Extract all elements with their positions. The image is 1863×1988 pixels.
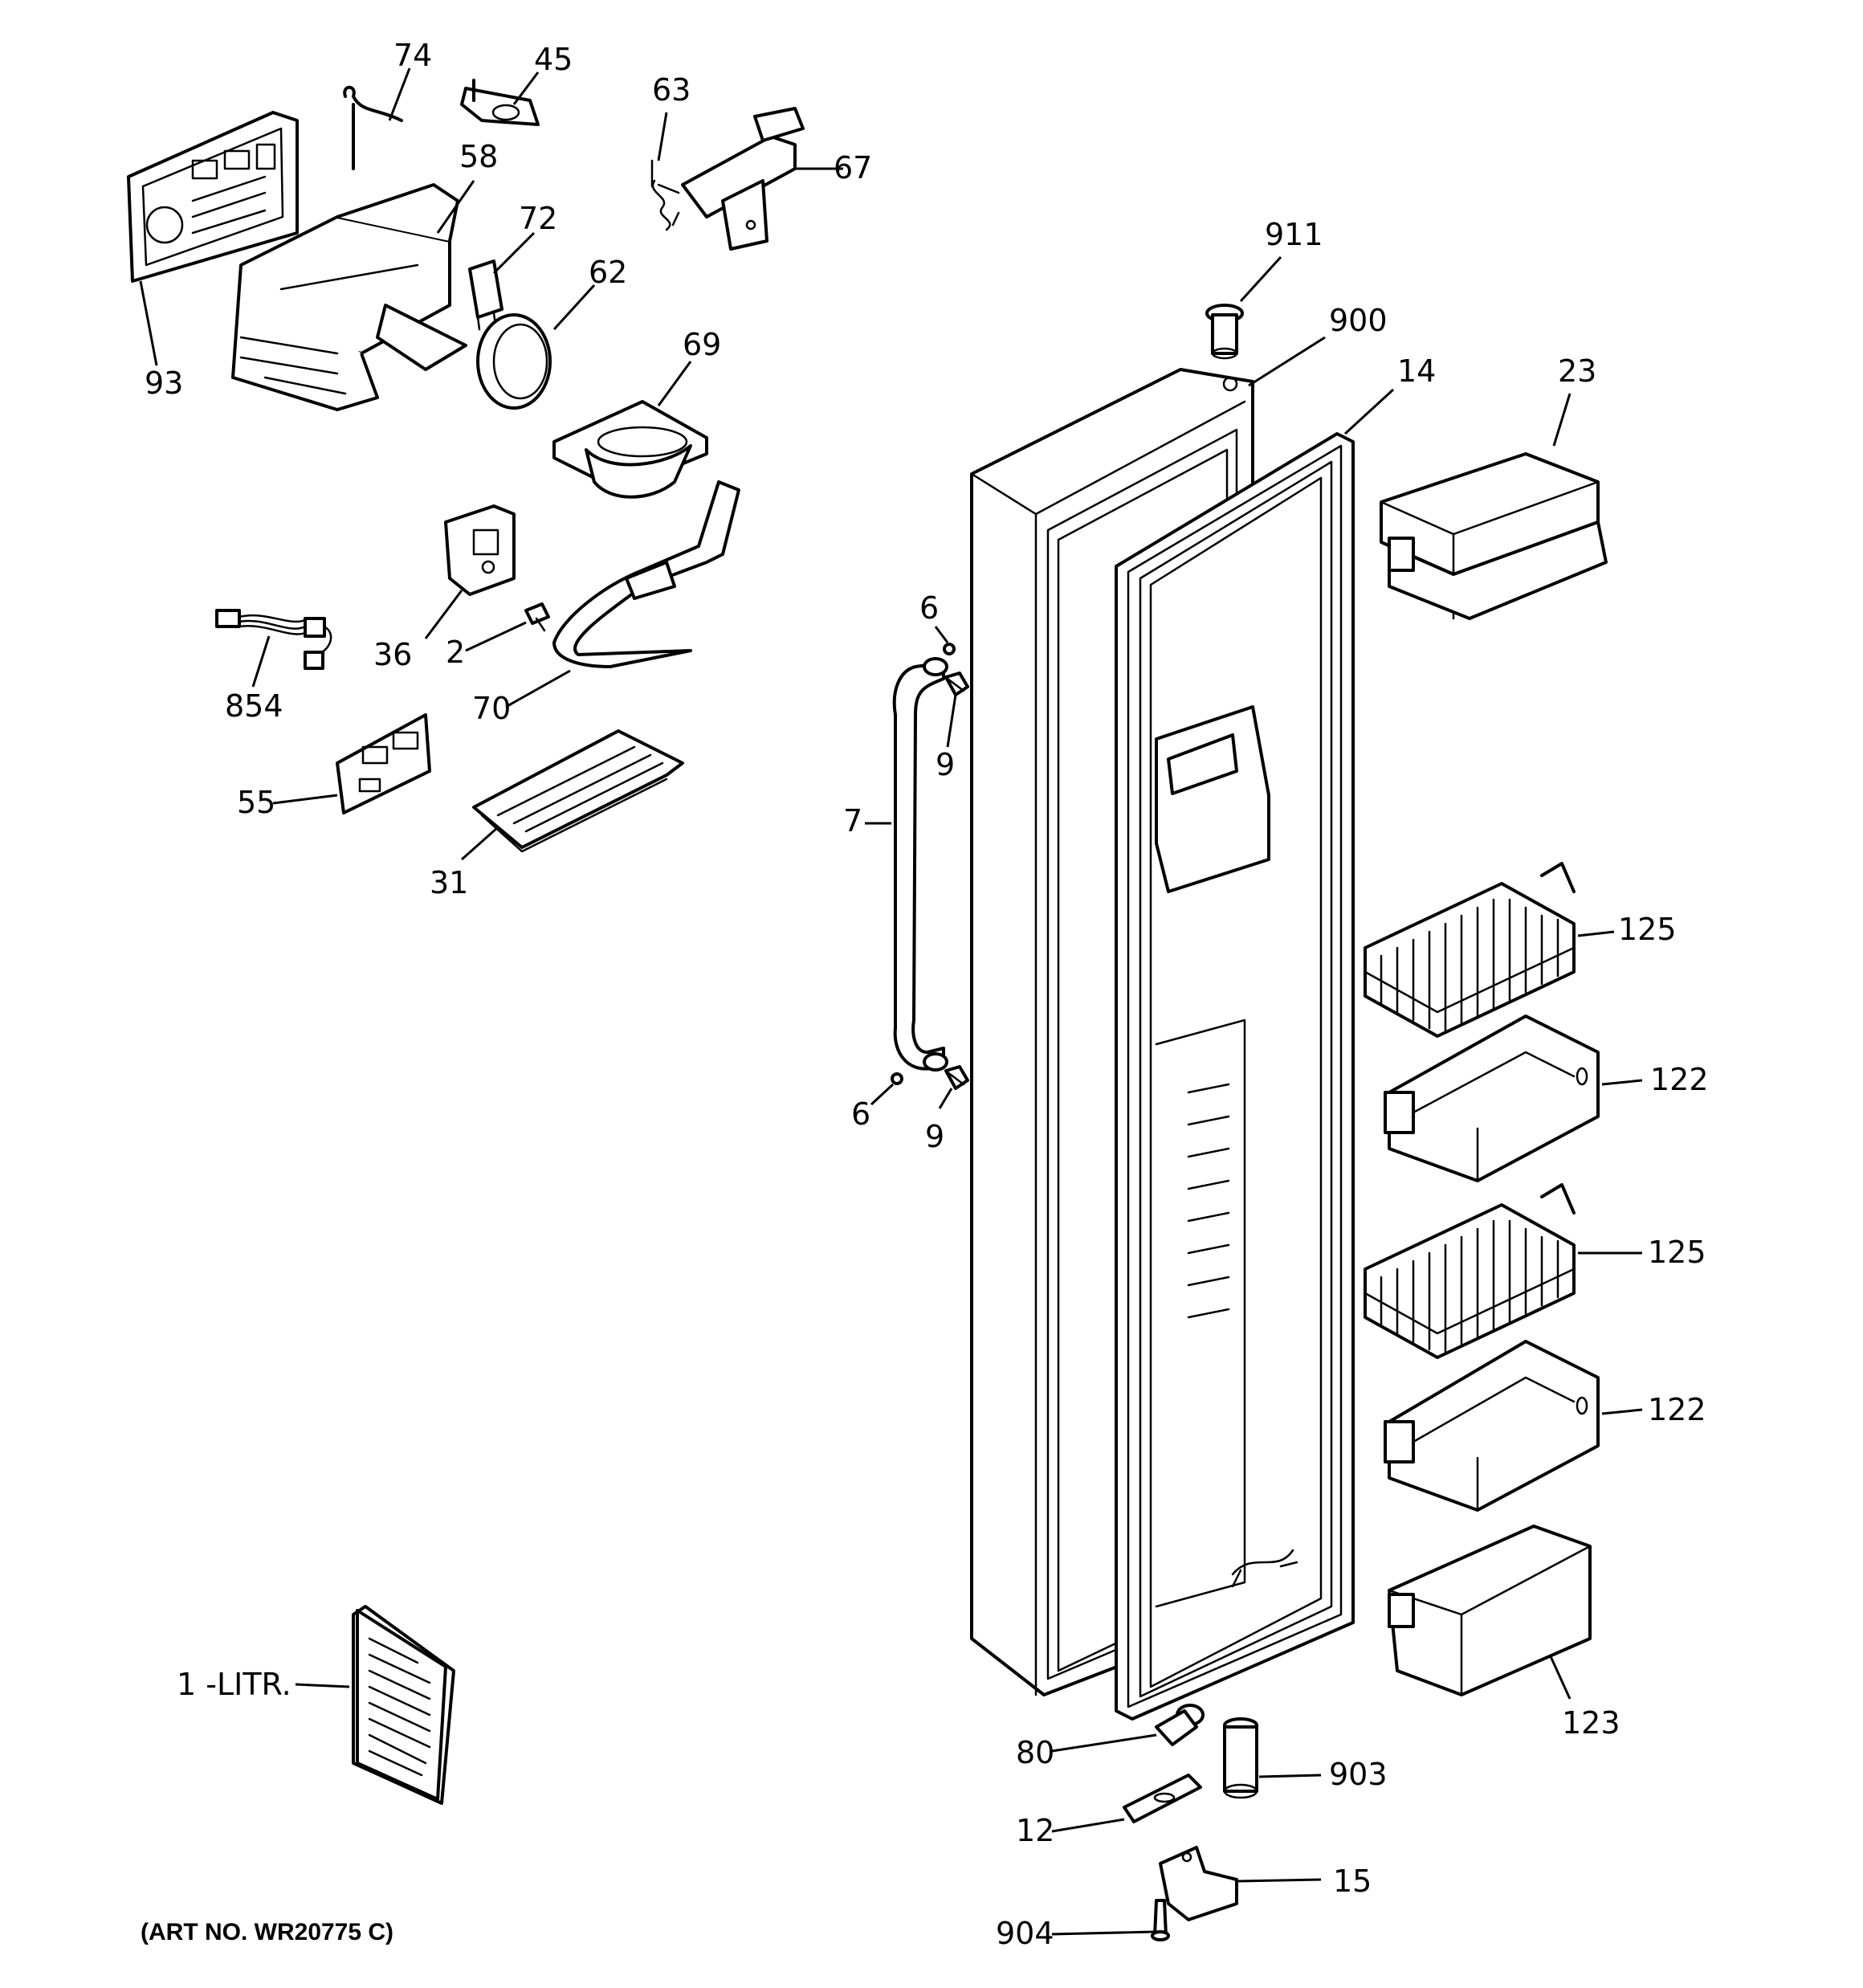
callout-69: 69 (683, 327, 721, 362)
part-9-stud-top (944, 672, 969, 696)
callout-93: 93 (145, 365, 183, 401)
callout-125-bottom: 125 (1648, 1235, 1706, 1270)
callout-7: 7 (843, 803, 862, 839)
part-31-grille (472, 729, 684, 853)
part-80-bushing (1155, 1704, 1205, 1746)
callout-9-top: 9 (936, 747, 955, 782)
callout-74: 74 (393, 38, 432, 73)
callout-123: 123 (1562, 1705, 1620, 1741)
callout-62: 62 (589, 255, 627, 290)
callout-904: 904 (996, 1916, 1054, 1951)
callout-6-bottom: 6 (851, 1096, 870, 1132)
part-67-lever (681, 107, 805, 251)
callout-854: 854 (225, 688, 283, 724)
part-904-screw (1151, 1899, 1170, 1941)
part-12-shim (1123, 1774, 1202, 1823)
part-6-screw-bottom (891, 1072, 903, 1085)
part-125-basket-top (1364, 862, 1576, 1038)
part-2-screw (524, 602, 550, 632)
callout-1-literature: 1 -LITR. (177, 1667, 291, 1702)
callout-6-top: 6 (919, 590, 939, 626)
part-14-gasket (1115, 432, 1355, 1721)
callout-12: 12 (1016, 1813, 1054, 1848)
callout-9-bottom: 9 (925, 1119, 944, 1154)
part-903-pin (1223, 1717, 1258, 1799)
part-6-screw-top (943, 643, 956, 655)
callout-14: 14 (1397, 353, 1436, 389)
part-58-dispenser-chute (231, 183, 467, 411)
callout-903: 903 (1329, 1757, 1388, 1792)
art-number: (ART NO. WR20775 C) (141, 1919, 393, 1945)
callout-15: 15 (1333, 1863, 1372, 1899)
callout-63: 63 (652, 72, 691, 108)
callout-36: 36 (373, 637, 412, 672)
part-55-panel (336, 713, 431, 814)
part-74-spring (343, 85, 403, 170)
callout-900: 900 (1329, 303, 1388, 338)
callout-122-bottom: 122 (1648, 1392, 1706, 1427)
part-15-hinge (1159, 1846, 1238, 1921)
callout-45: 45 (534, 42, 573, 77)
callout-2: 2 (446, 635, 465, 670)
callout-122-top: 122 (1650, 1062, 1709, 1097)
part-69-funnel (552, 400, 708, 499)
part-36-bracket (444, 504, 516, 596)
part-23-bin (1380, 452, 1608, 620)
part-122-bin-bottom (1384, 1340, 1600, 1512)
part-7-handle (892, 657, 948, 1072)
callout-55: 55 (237, 785, 275, 820)
leader-lines (139, 67, 1643, 1936)
callout-23: 23 (1558, 353, 1596, 389)
part-70-guide (552, 480, 740, 668)
callout-67: 67 (834, 150, 872, 186)
callout-911: 911 (1265, 217, 1323, 252)
callout-labels: 74 45 63 67 58 72 62 93 69 36 2 854 70 5… (141, 38, 1709, 1951)
callout-72: 72 (519, 201, 557, 236)
callout-31: 31 (430, 865, 468, 900)
part-63-coil-spring (650, 159, 680, 231)
part-123-bin (1388, 1525, 1592, 1696)
part-9-stud-bottom (944, 1065, 969, 1090)
part-1-literature (352, 1605, 455, 1805)
part-911-bushing (1205, 304, 1244, 360)
part-72-switch (468, 259, 503, 331)
callout-125-top: 125 (1618, 912, 1677, 947)
callout-70: 70 (472, 691, 511, 726)
part-125-basket-bottom (1364, 1183, 1576, 1359)
part-93-control-panel (127, 111, 299, 283)
part-854-wire-harness (215, 609, 332, 670)
part-122-bin-top (1384, 1014, 1600, 1182)
callout-80: 80 (1016, 1735, 1054, 1770)
callout-58: 58 (459, 139, 498, 174)
part-62-ring (476, 313, 552, 410)
